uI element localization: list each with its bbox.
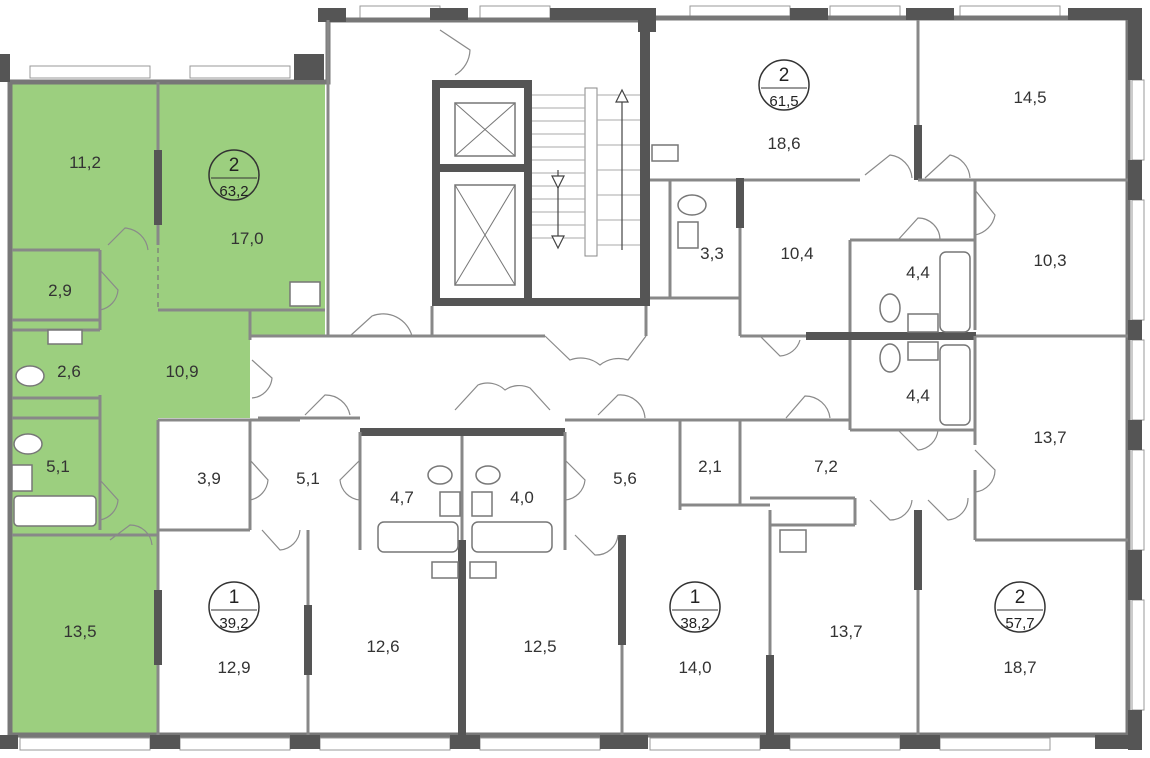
room-area: 13,5 [63,622,96,641]
room-area: 2,9 [48,281,72,300]
apartment-rooms: 2 [779,65,790,86]
room-area: 12,6 [366,637,399,656]
apartment-badge[interactable]: 2 61,5 [758,59,810,111]
apartment-badge[interactable]: 1 39,2 [208,581,260,633]
room-area: 5,1 [296,469,320,488]
room-area: 7,2 [814,457,838,476]
room-area: 13,7 [1033,428,1066,447]
room-area: 3,3 [700,244,724,263]
door-icon [99,29,996,556]
room-area: 12,9 [217,658,250,677]
room-area: 12,5 [523,637,556,656]
room-area: 13,7 [829,622,862,641]
apartment-area: 63,2 [219,183,248,200]
room-area: 2,6 [57,362,81,381]
room-area: 10,9 [165,362,198,381]
apartment-rooms: 2 [1015,587,1026,608]
apartment-area: 39,2 [219,615,248,632]
room-area: 10,4 [780,244,813,263]
room-area: 11,2 [69,153,101,172]
room-area: 3,9 [197,469,221,488]
room-area: 4,7 [390,488,414,507]
interior-walls [12,20,1128,735]
apartment-badge[interactable]: 2 57,7 [994,581,1046,633]
window-strips [19,5,1145,751]
room-area: 5,1 [46,457,70,476]
room-area: 18,6 [767,134,800,153]
room-area: 10,3 [1033,251,1066,270]
apartment-badge[interactable]: 2 63,2 [208,149,260,201]
apartment-rooms: 1 [229,587,240,608]
stairs [532,87,640,257]
highlighted-apartment[interactable] [10,80,325,735]
room-area: 4,4 [906,386,930,405]
room-area: 5,6 [613,469,637,488]
toilet-icon [13,194,901,485]
room-area: 14,0 [678,658,711,677]
stair-arrow-icon [551,88,629,250]
apartment-area: 61,5 [769,93,798,110]
apartment-area: 38,2 [680,615,709,632]
elevator-icon [454,102,516,286]
room-area: 18,7 [1003,658,1036,677]
apartment-rooms: 1 [690,587,701,608]
apartment-rooms: 2 [229,155,240,176]
bathtub-icon [13,251,971,553]
room-area: 4,0 [510,488,534,507]
room-area: 2,1 [698,457,722,476]
room-area: 4,4 [906,263,930,282]
room-labels: 11,2 17,0 2,9 2,6 10,9 5,1 13,5 18,6 14,… [46,88,1066,677]
apartment-badge[interactable]: 1 38,2 [669,581,721,633]
sink-icon [11,144,939,579]
room-area: 17,0 [230,229,263,248]
apartment-area: 57,7 [1005,615,1034,632]
room-area: 14,5 [1013,88,1046,107]
